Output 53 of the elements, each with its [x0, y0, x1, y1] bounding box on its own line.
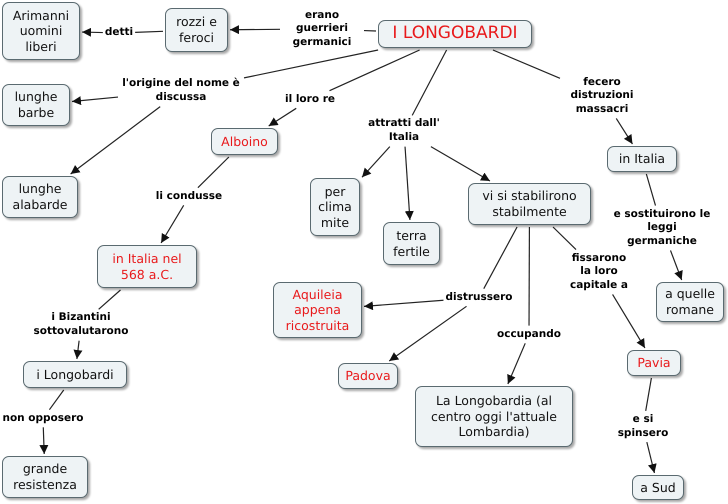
- connector-line: [48, 390, 64, 410]
- concept-box: lunghe alabarde: [2, 176, 78, 218]
- arrow: [364, 300, 444, 310]
- link-phrase: e sostituirono le leggi germaniche: [612, 208, 712, 248]
- connector-line: [646, 174, 656, 206]
- concept-box: i Longobardi: [23, 361, 127, 388]
- concept-box: La Longobardia (al centro oggi l'attuale Lombardia): [415, 386, 573, 447]
- connector-line: [492, 49, 560, 79]
- concept-box: Padova: [338, 363, 398, 389]
- arrow: [70, 106, 161, 174]
- concept-box: rozzi e feroci: [165, 8, 228, 52]
- connector-line: [197, 156, 230, 188]
- connector-line: [552, 226, 576, 250]
- connector-line: [364, 30, 376, 32]
- arrow: [74, 340, 82, 360]
- arrow: [268, 108, 297, 126]
- concept-box: vi si stabilirono stabilmente: [468, 183, 591, 225]
- concept-box: per clima mite: [310, 178, 360, 236]
- concept-box: a quelle romane: [656, 282, 724, 322]
- arrow: [72, 96, 118, 106]
- arrow: [160, 205, 184, 244]
- concept-box: Aquileia appena ricostruita: [273, 282, 362, 338]
- arrow: [616, 118, 633, 144]
- concept-box: Arimanni uomini liberi: [2, 2, 80, 60]
- connector-line: [412, 50, 448, 116]
- concept-box: a Sud: [632, 475, 684, 500]
- connector-line: [135, 30, 164, 33]
- concept-box: in Italia: [607, 146, 677, 172]
- arrow: [612, 294, 646, 348]
- concept-box: Alboino: [211, 128, 278, 155]
- arrow: [404, 146, 414, 220]
- connector-line: [98, 290, 121, 310]
- concept-box: in Italia nel 568 a.C.: [97, 245, 197, 288]
- concept-box: lunghe barbe: [2, 84, 70, 126]
- connector-line: [645, 378, 652, 411]
- title-concept-box: I LONGOBARDI: [378, 20, 532, 48]
- connector-line: [483, 226, 518, 289]
- arrow: [646, 442, 657, 474]
- connector-line: [329, 49, 420, 92]
- concept-box: grande resistenza: [2, 456, 88, 498]
- link-phrase: occupando: [497, 328, 561, 342]
- arrow: [82, 28, 103, 37]
- arrow: [362, 146, 390, 178]
- connector-line: [528, 227, 530, 326]
- arrow: [388, 306, 467, 362]
- connector-line: [244, 49, 378, 78]
- arrow: [230, 25, 280, 34]
- arrow: [507, 343, 526, 384]
- concept-box: terra fertile: [383, 222, 440, 265]
- concept-box: Pavia: [627, 350, 681, 376]
- arrow: [39, 427, 48, 454]
- arrow: [670, 250, 683, 280]
- arrow: [430, 146, 490, 182]
